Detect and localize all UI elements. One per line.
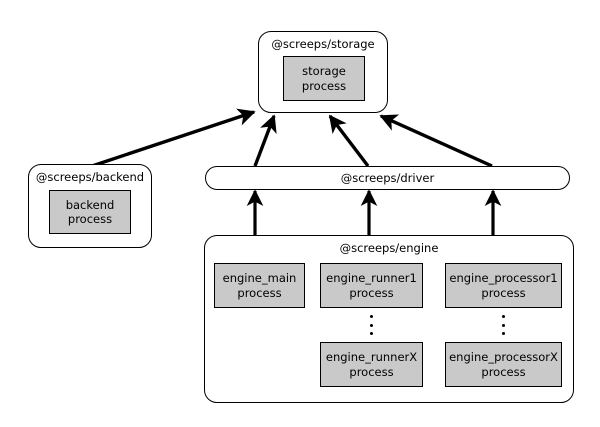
process-engine-processorX[interactable]: engine_processorX process <box>445 342 562 387</box>
process-storage[interactable]: storage process <box>283 56 365 101</box>
process-engine-runner1-line1: engine_runner1 <box>326 271 417 285</box>
ellipsis-processor <box>500 315 506 335</box>
process-engine-runnerX-line2: process <box>349 364 394 379</box>
process-engine-processor1-line2: process <box>481 285 526 300</box>
process-engine-runner1-line2: process <box>349 285 394 300</box>
process-storage-line1: storage <box>302 64 346 78</box>
ellipsis-runner <box>368 315 374 335</box>
package-engine-label: @screeps/engine <box>339 241 439 255</box>
process-engine-main-line2: process <box>237 285 282 300</box>
process-engine-runnerX-line1: engine_runnerX <box>325 350 418 364</box>
process-backend[interactable]: backend process <box>49 190 131 234</box>
package-engine[interactable]: @screeps/engine engine_main process engi… <box>204 235 574 403</box>
edge-backend-to-storage <box>91 108 256 168</box>
process-engine-main-line1: engine_main <box>222 271 297 285</box>
package-storage-label: @screeps/storage <box>271 37 375 51</box>
process-backend-line1: backend <box>65 197 115 212</box>
process-engine-processor1-line1: engine_processor1 <box>449 271 558 285</box>
package-backend-label: @screeps/backend <box>35 170 145 184</box>
process-engine-processorX-line1: engine_processorX <box>449 350 558 364</box>
edge-driver-to-storage-1 <box>253 114 277 167</box>
edge-driver-to-storage-3 <box>379 114 493 168</box>
process-engine-runner1[interactable]: engine_runner1 process <box>320 263 423 308</box>
package-driver-label: @screeps/driver <box>340 171 435 185</box>
process-engine-runnerX[interactable]: engine_runnerX process <box>320 342 423 387</box>
process-engine-processor1[interactable]: engine_processor1 process <box>445 263 562 308</box>
edge-driver-to-storage-2 <box>328 114 370 168</box>
process-engine-processorX-line2: process <box>481 364 526 379</box>
package-driver[interactable]: @screeps/driver <box>205 166 570 190</box>
package-backend[interactable]: @screeps/backend backend process <box>28 164 152 248</box>
package-storage[interactable]: @screeps/storage storage process <box>258 31 388 113</box>
process-storage-line2: process <box>301 78 347 93</box>
process-engine-main[interactable]: engine_main process <box>214 263 305 308</box>
process-backend-line2: process <box>67 212 113 226</box>
